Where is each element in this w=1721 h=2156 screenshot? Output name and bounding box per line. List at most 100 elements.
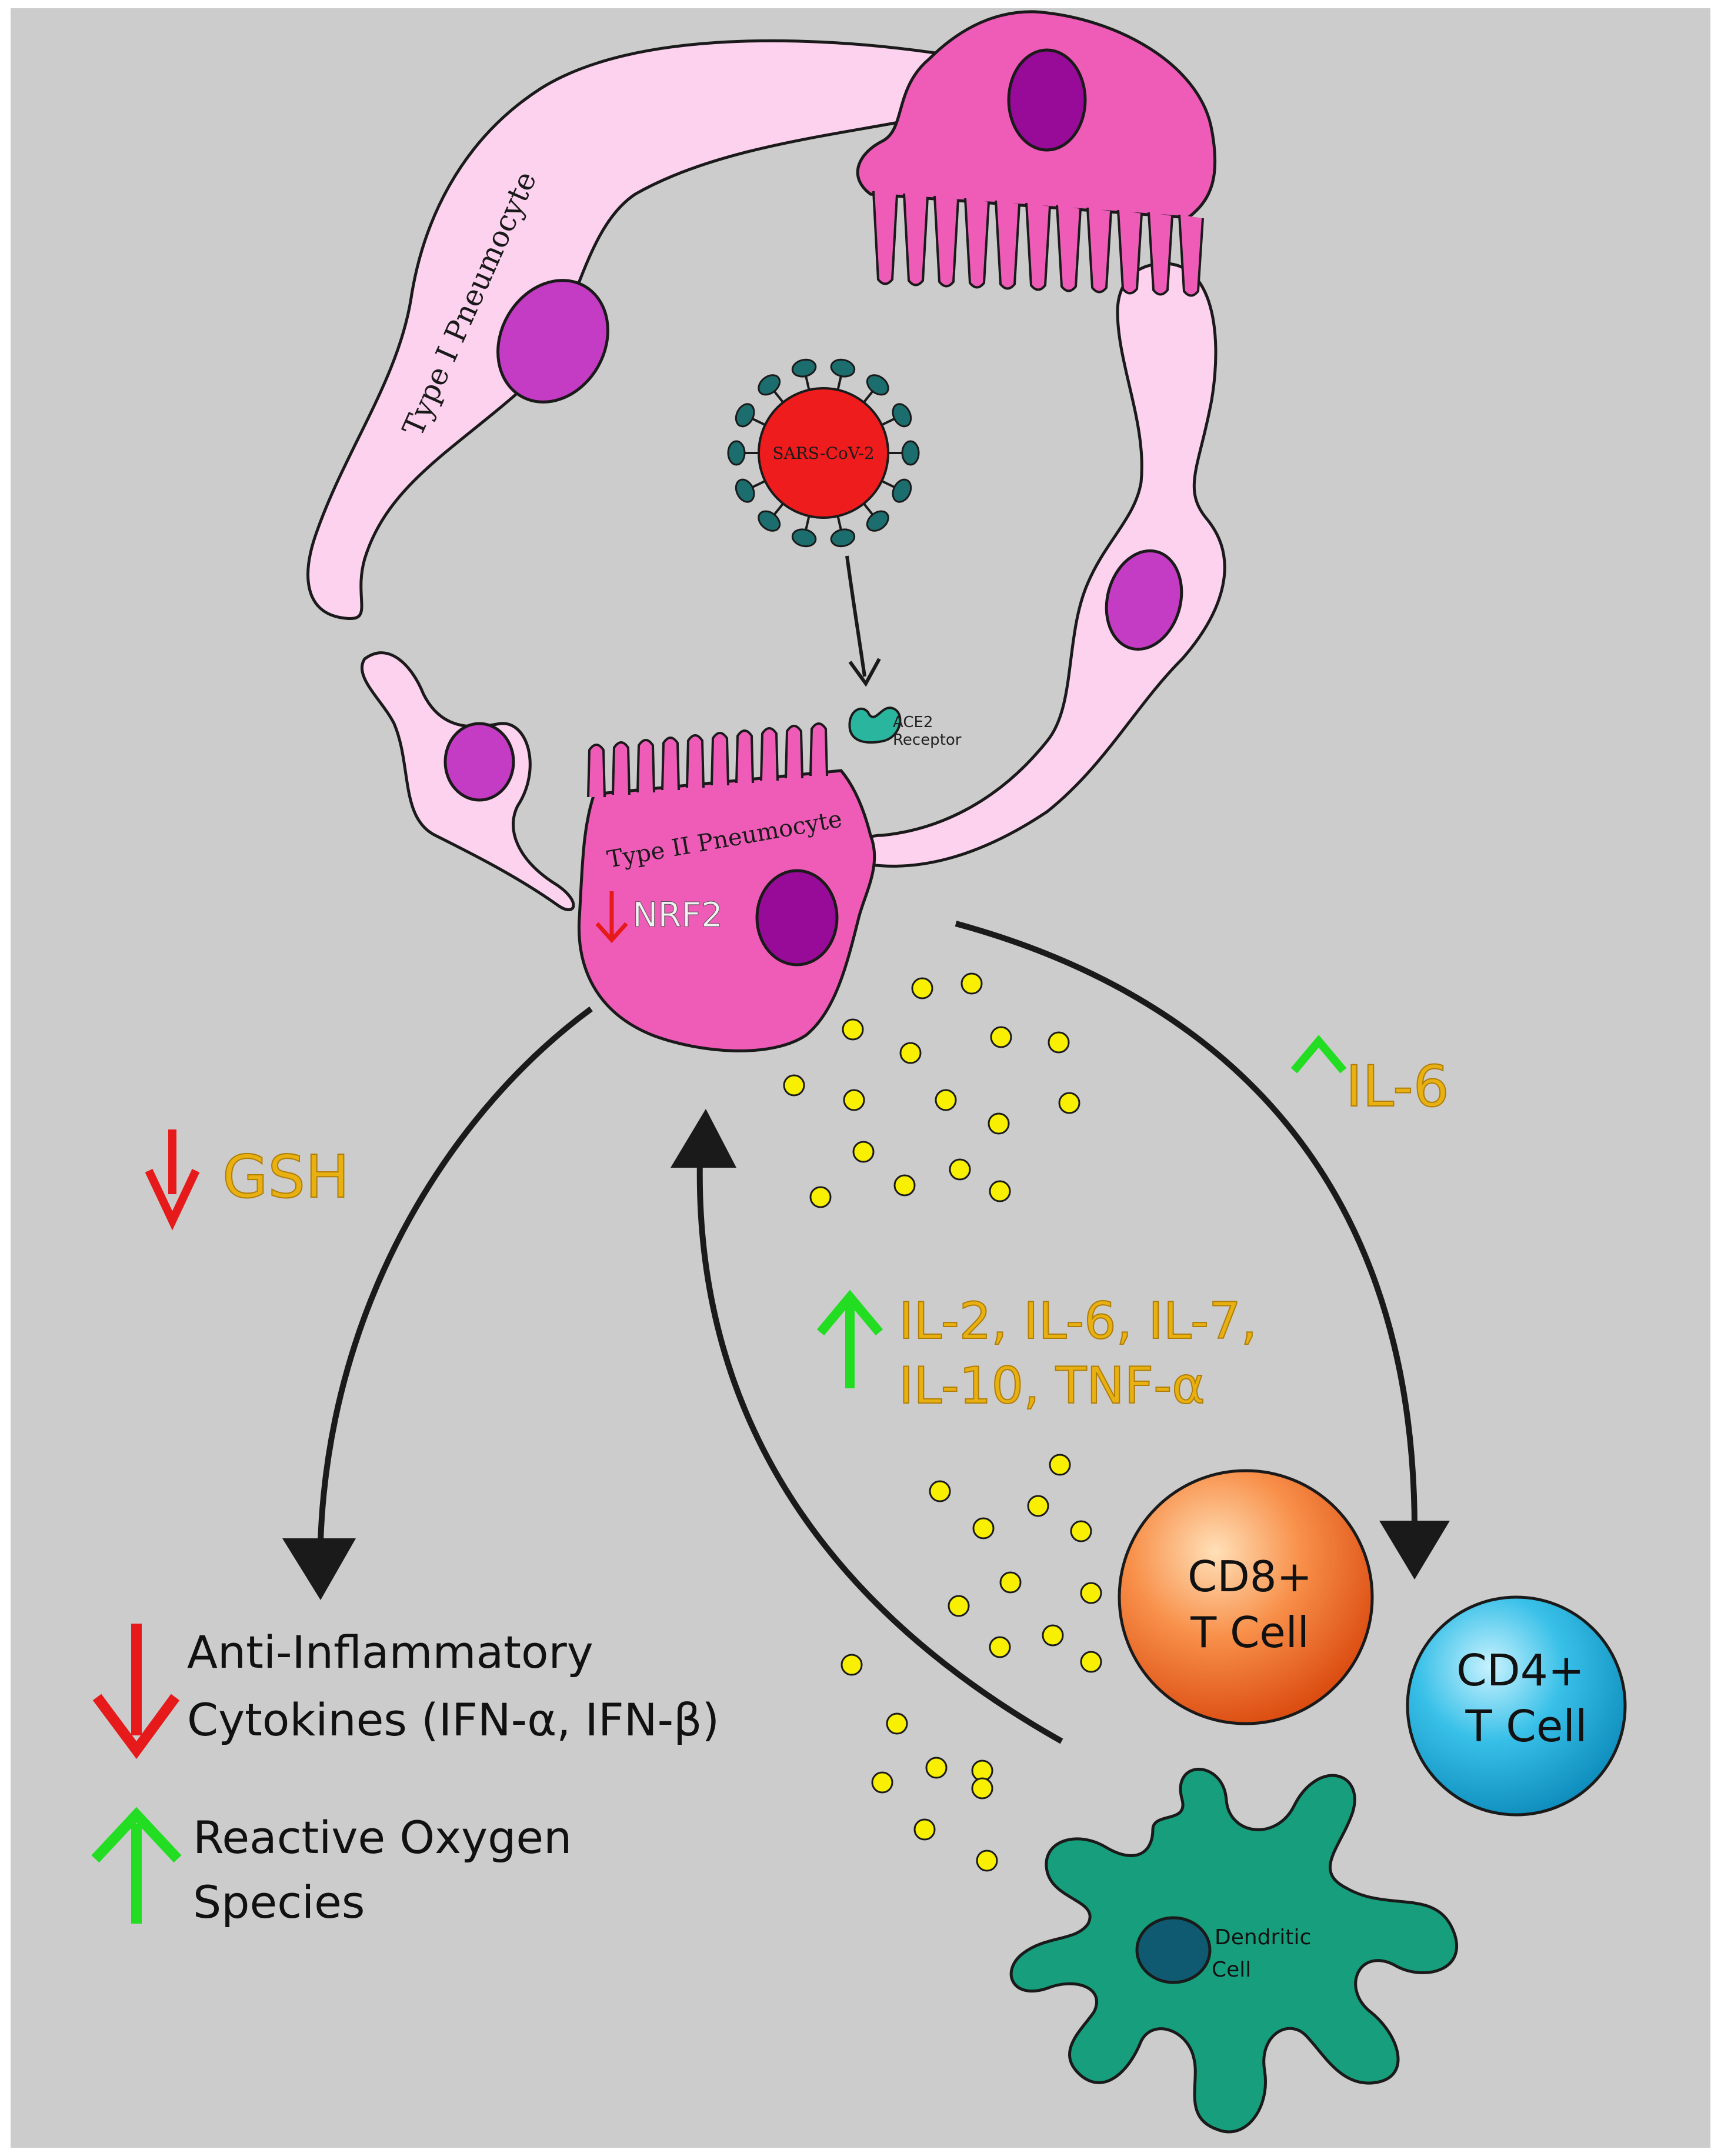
il6-up-arrow-icon (1290, 1035, 1347, 1109)
microvilli-top (872, 191, 1204, 297)
cytokine-dot (999, 1571, 1022, 1594)
ace2-label-line1: ACE2 (893, 714, 933, 731)
microvillus (636, 739, 655, 793)
spike-protein (735, 403, 755, 428)
virus-label: SARS-CoV-2 (772, 444, 874, 463)
spike-protein (892, 403, 912, 428)
nucleus (1007, 48, 1087, 152)
cytokine-dot (929, 1480, 951, 1502)
cytokine-dot (925, 1757, 948, 1779)
nucleus (1105, 549, 1183, 651)
background-panel (11, 8, 1710, 2148)
cytokine-dot (842, 1018, 864, 1041)
nrf2-label: NRF2 (632, 895, 723, 935)
gsh-down-arrow-icon (145, 1129, 200, 1231)
cytokine-dot (976, 1850, 998, 1872)
spike-protein (791, 528, 817, 548)
spike-protein (735, 478, 755, 503)
spike-protein (830, 528, 856, 548)
spike-protein (866, 374, 889, 396)
cytokines-label-line2: IL-10, TNF-α (899, 1357, 1205, 1415)
sars-cov-2-virus-icon (727, 358, 920, 548)
cytokine-dot (1042, 1624, 1064, 1647)
microvillus (711, 732, 729, 786)
nrf2-down-arrow-icon (595, 891, 628, 944)
cd8-label-line2: T Cell (1190, 1608, 1309, 1657)
cytokine-dot (948, 1595, 970, 1617)
cytokine-dot (1048, 1031, 1070, 1054)
microvillus (661, 737, 680, 791)
microvillus (1056, 205, 1082, 292)
spike-protein (758, 374, 781, 396)
cytokine-dot (990, 1026, 1012, 1048)
type-1-pneumocyte-small-left (360, 651, 575, 911)
cd4-label-line2: T Cell (1465, 1701, 1587, 1752)
cytokine-dot (899, 1042, 922, 1064)
spike-protein (901, 440, 920, 466)
microvillus (1148, 212, 1173, 296)
cytokine-dot (1080, 1582, 1102, 1604)
ros-label-line2: Species (193, 1876, 365, 1928)
microvillus (686, 734, 705, 788)
cytokine-dot (1070, 1520, 1092, 1542)
cd8-t-cell: CD8+ T Cell (1118, 1469, 1374, 1725)
arrow-to-anti-inflammatory (282, 1006, 593, 1600)
spike-protein (727, 440, 746, 466)
anti-inflammatory-down-arrow-icon (92, 1624, 180, 1760)
cytokine-dot (1080, 1651, 1102, 1673)
cytokine-dot (841, 1654, 863, 1676)
microvillus (587, 744, 606, 798)
cytokines-label-line1: IL-2, IL-6, IL-7, (899, 1292, 1257, 1351)
ros-label-line1: Reactive Oxygen (193, 1811, 572, 1864)
cytokine-dot (1049, 1454, 1071, 1476)
microvillus (1025, 202, 1051, 291)
cytokine-dot (893, 1174, 916, 1197)
cytokine-dot (935, 1089, 957, 1111)
microvillus (735, 729, 754, 784)
virus-binding-arrow (845, 555, 881, 687)
cytokine-dot (886, 1712, 908, 1735)
anti-inflammatory-label-line1: Anti-Inflammatory (187, 1626, 593, 1678)
ace2-label-line2: Receptor (893, 731, 962, 749)
arrow-to-type-2-pneumocyte (671, 1109, 1063, 1744)
cytokine-dot (809, 1186, 832, 1208)
cytokine-dot (989, 1636, 1011, 1658)
ros-up-arrow-icon (91, 1807, 182, 1924)
cytokine-particles (783, 972, 1102, 1872)
spike-protein (791, 358, 817, 378)
microvillus (872, 191, 898, 285)
spike-protein (892, 478, 912, 503)
dendritic-nucleus (1135, 1916, 1212, 1984)
cytokine-dot (949, 1158, 971, 1181)
microvillus (760, 727, 779, 781)
cytokine-dot (913, 1818, 936, 1841)
ciliated-cell-top (856, 10, 1217, 219)
cytokines-up-arrow-icon (816, 1289, 883, 1388)
microvillus (612, 741, 631, 795)
nucleus (755, 869, 839, 967)
ace2-receptor-icon (848, 707, 902, 744)
gsh-label: GSH (222, 1142, 349, 1211)
dendritic-label-line1: Dendritic (1215, 1925, 1311, 1950)
dendritic-cell: Dendritic Cell (1009, 1768, 1458, 2134)
microvillus (995, 200, 1020, 290)
microvillus (903, 193, 929, 286)
anti-inflammatory-label-line2: Cytokines (IFN-α, IFN-β) (187, 1694, 719, 1746)
spike-protein (866, 510, 889, 532)
cytokine-dot (960, 972, 983, 995)
cytokine-dot (971, 1777, 993, 1800)
cytokine-dot (783, 1074, 805, 1097)
type-1-pneumocyte-left (306, 39, 956, 620)
arrow-to-t-cells (955, 921, 1450, 1579)
nucleus (496, 279, 609, 404)
cytokine-dot (871, 1771, 893, 1794)
nucleus (443, 722, 515, 802)
cytokine-dot (911, 977, 933, 999)
cd8-label-line1: CD8+ (1188, 1552, 1312, 1601)
spike-protein (830, 358, 856, 378)
cytokine-dot (1027, 1495, 1049, 1517)
cytokine-dot (972, 1517, 995, 1539)
cytokine-dot (988, 1112, 1010, 1135)
microvillus (933, 195, 959, 288)
